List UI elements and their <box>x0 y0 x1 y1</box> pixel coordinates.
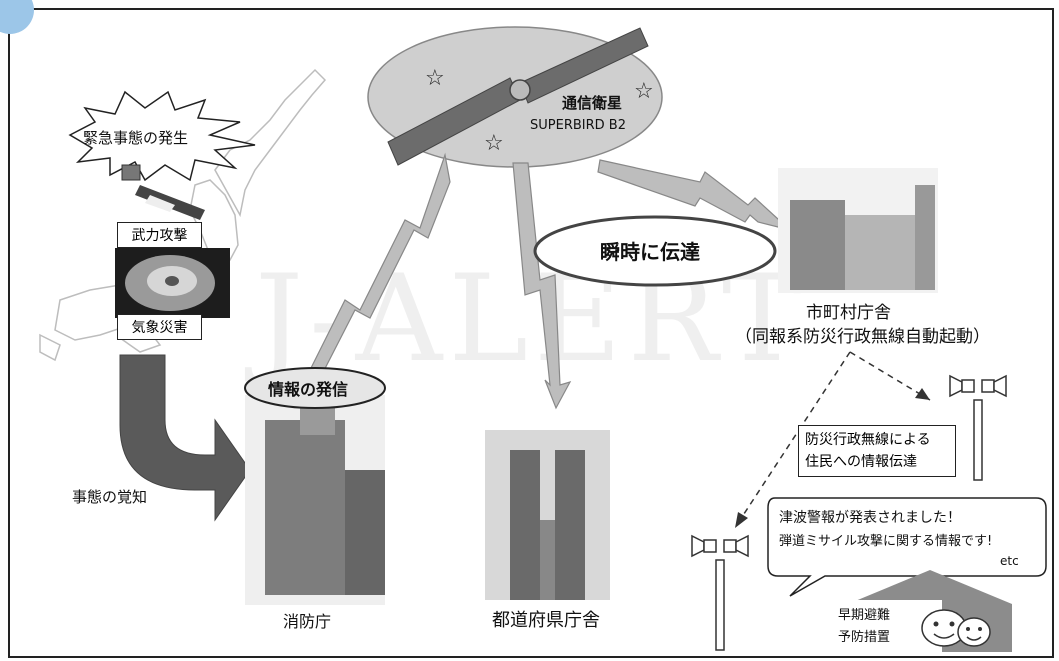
prefecture-label: 都道府県庁舎 <box>492 610 600 631</box>
speech-bubble <box>767 497 1047 597</box>
weather-label-box: 気象災害 <box>117 314 202 340</box>
missile-icon <box>121 164 205 220</box>
fdma-label: 消防庁 <box>283 612 332 631</box>
dashed-arrows <box>739 351 931 521</box>
speaker-right-icon <box>949 374 1007 481</box>
municipal-building-image <box>778 168 938 293</box>
evacuation-line2: 予防措置 <box>838 630 891 645</box>
satellite-model: SUPERBIRD B2 <box>530 118 626 133</box>
wireless-line2: 住民への情報伝達 <box>805 454 917 470</box>
smiley-faces-icon <box>921 609 991 647</box>
speech-etc: etc <box>1000 554 1019 568</box>
speech-line1: 津波警報が発表されました！ <box>779 510 961 526</box>
bolt-municipal <box>597 159 791 231</box>
prefecture-building-image <box>485 430 610 600</box>
star-icon: ☆ <box>425 66 445 91</box>
attack-label-box: 武力攻撃 <box>117 222 202 248</box>
instant-text: 瞬時に伝達 <box>600 240 700 264</box>
satellite-body-icon <box>509 79 531 101</box>
dispatch-ellipse <box>244 367 386 409</box>
speech-line2: 弾道ミサイル攻撃に関する情報です! <box>779 534 993 549</box>
speaker-left-icon <box>691 534 749 651</box>
attack-label: 武力攻撃 <box>131 228 188 244</box>
dispatch-text: 情報の発信 <box>268 380 348 399</box>
municipal-name: 市町村庁舎 <box>806 303 891 323</box>
weather-label: 気象災害 <box>131 320 188 336</box>
star-icon: ☆ <box>484 131 504 156</box>
emergency-burst-shape <box>68 90 256 182</box>
bolt-uplink <box>304 152 451 389</box>
satellite-name: 通信衛星 <box>562 94 622 112</box>
wireless-line1: 防災行政無線による <box>805 432 931 448</box>
awareness-arrow <box>119 354 251 522</box>
satellite-ellipse: ☆ ☆ ☆ 通信衛星 SUPERBIRD B2 <box>367 26 663 168</box>
typhoon-image <box>115 248 230 318</box>
municipal-note: （同報系防災行政無線自動起動） <box>735 327 990 347</box>
wireless-info-box: 防災行政無線による 住民への情報伝達 <box>798 425 956 477</box>
star-icon: ☆ <box>634 79 654 104</box>
fdma-building-image <box>245 395 385 605</box>
emergency-burst-text: 緊急事態の発生 <box>83 129 188 147</box>
awareness-label: 事態の覚知 <box>72 488 148 506</box>
signal-bolts <box>304 152 791 410</box>
instant-ellipse <box>533 215 777 287</box>
evacuation-line1: 早期避難 <box>838 608 891 623</box>
